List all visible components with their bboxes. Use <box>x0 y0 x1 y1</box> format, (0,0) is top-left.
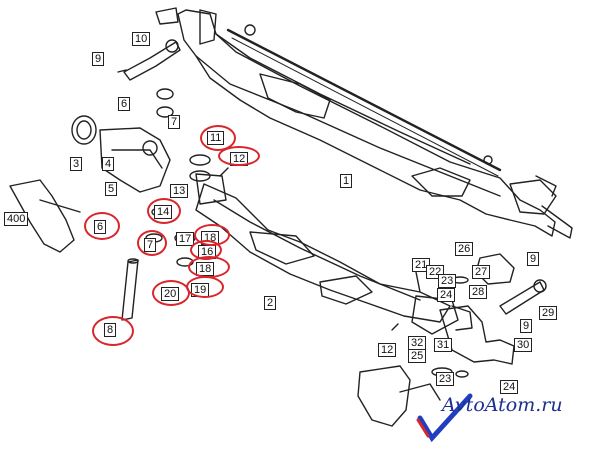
highlight-ring-8 <box>92 316 134 346</box>
king-pin-rod <box>121 258 139 321</box>
part-label-29: 29 <box>539 306 558 320</box>
part-label-17: 17 <box>176 232 195 246</box>
part-label-28: 28 <box>469 285 488 299</box>
highlight-ring-6b <box>84 212 120 240</box>
part-label-12b: 12 <box>378 343 397 357</box>
part-label-10: 10 <box>132 32 151 46</box>
part-label-25: 25 <box>408 349 427 363</box>
part-label-24b: 24 <box>500 380 519 394</box>
highlight-ring-7b <box>137 230 167 256</box>
part-label-6a: 6 <box>118 97 131 111</box>
part-label-4: 4 <box>102 157 115 171</box>
left-tie-rod-end <box>117 39 181 81</box>
highlight-ring-14 <box>147 198 181 224</box>
part-label-21: 21 <box>412 258 431 272</box>
part-label-30: 30 <box>514 338 533 352</box>
highlight-ring-18b <box>188 256 230 278</box>
watermark-check-icon <box>416 393 473 443</box>
part-label-23a: 23 <box>438 274 457 288</box>
part-label-32: 32 <box>408 336 427 350</box>
part-label-9b: 9 <box>527 252 540 266</box>
highlight-ring-11 <box>200 125 236 151</box>
part-label-9c: 9 <box>520 319 533 333</box>
highlight-ring-19 <box>186 276 224 298</box>
part-label-13: 13 <box>170 184 189 198</box>
part-label-3: 3 <box>70 157 83 171</box>
left-steering-knuckle <box>9 115 171 253</box>
upper-axle-beam <box>155 7 573 239</box>
lower-axle-beam <box>195 173 473 335</box>
part-label-9a: 9 <box>92 52 105 66</box>
part-label-23b: 23 <box>436 372 455 386</box>
part-label-31: 31 <box>434 338 453 352</box>
part-label-1: 1 <box>340 174 353 188</box>
highlight-ring-20 <box>152 280 190 306</box>
part-label-26: 26 <box>455 242 474 256</box>
part-label-27: 27 <box>472 265 491 279</box>
part-label-2: 2 <box>264 296 277 310</box>
part-label-24a: 24 <box>437 288 456 302</box>
part-label-5a: 5 <box>105 182 118 196</box>
watermark-text: AvtoAtom.ru <box>442 394 563 416</box>
highlight-ring-12a <box>218 146 260 166</box>
part-label-400: 400 <box>4 212 29 226</box>
part-label-7a: 7 <box>168 115 181 129</box>
